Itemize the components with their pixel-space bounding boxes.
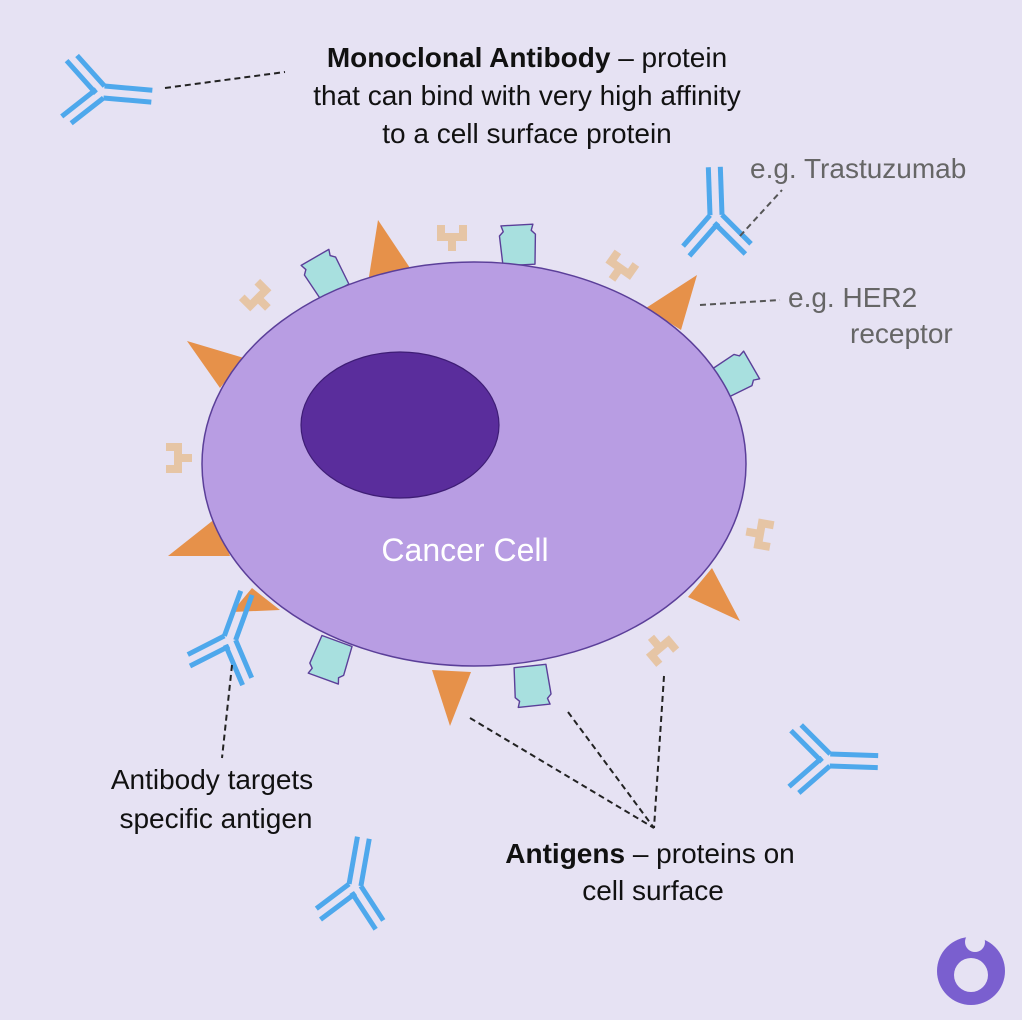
antigens-bold: Antigens [505, 838, 625, 869]
logo-icon [937, 932, 1005, 1005]
antigen-triangle-icon [368, 220, 410, 283]
antigen-fork-icon [744, 521, 773, 547]
antigen-fork-icon [166, 447, 192, 469]
title-bold: Monoclonal Antibody [327, 42, 611, 73]
her2-label-line-2: receptor [850, 318, 953, 349]
antigen-fork-icon [603, 252, 636, 286]
antibody-target-label-line-1: Antibody targets [111, 764, 313, 795]
antibody-target-label-line-2: specific antigen [119, 803, 312, 834]
trastuzumab-leader-line [739, 189, 783, 237]
antigen-fork-icon [441, 225, 463, 251]
title-line-1: Monoclonal Antibody – protein [327, 42, 727, 73]
antigens-label-line-1: Antigens – proteins on [505, 838, 794, 869]
antigen-triangle-icon [432, 670, 471, 726]
title-leader-line [164, 71, 286, 89]
annotation-lines [164, 71, 665, 829]
her2-leader-line [699, 299, 781, 306]
trastuzumab-label: e.g. Trastuzumab [750, 153, 966, 184]
antigen-leader-line [567, 711, 655, 829]
antigen-fork-icon [242, 282, 276, 316]
cell-nucleus [300, 351, 500, 499]
antigen-triangle-icon [688, 568, 740, 621]
antibody-icon [789, 725, 879, 796]
antibody-icon [315, 832, 397, 930]
antigen-fork-icon [643, 630, 677, 664]
antibody-icon [680, 166, 751, 256]
antigen-triangle-icon [187, 341, 244, 388]
antigens-rest: – proteins on [625, 838, 795, 869]
example-lines [699, 189, 783, 306]
title-line-2: that can bind with very high affinity [313, 80, 741, 111]
cell-label: Cancer Cell [381, 532, 548, 568]
antigen-leader-line [653, 675, 665, 829]
title-rest: – protein [610, 42, 727, 73]
antibody-icon [61, 55, 155, 130]
her2-label-line-1: e.g. HER2 [788, 282, 917, 313]
antigen-triangles [168, 220, 740, 726]
antibody-icon [184, 581, 278, 687]
title-line-3: to a cell surface protein [382, 118, 672, 149]
antigens-label-line-2: cell surface [582, 875, 724, 906]
antigen-receptor-icon [511, 663, 553, 709]
antigen-triangle-icon [646, 275, 697, 330]
antigen-triangle-icon [232, 588, 280, 612]
target-leader-line [221, 664, 233, 759]
antigen-leader-line [469, 717, 655, 829]
antigen-receptor-icon [498, 223, 538, 267]
antigen-triangle-icon [168, 518, 230, 556]
